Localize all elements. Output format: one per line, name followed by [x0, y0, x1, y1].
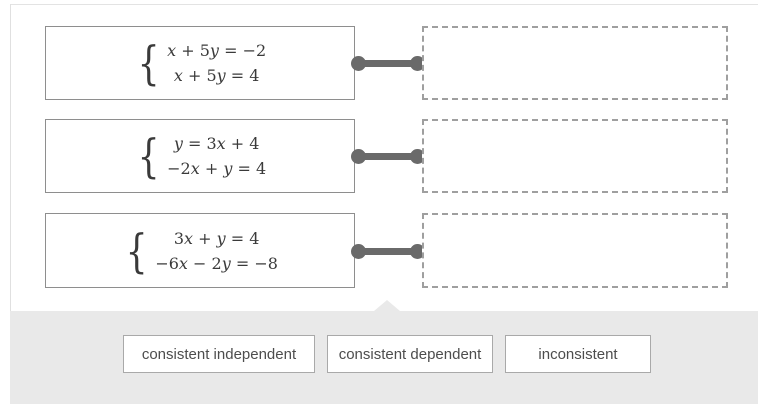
system-card-3: { 3x + y = 4 −6x − 2y = −8 [45, 213, 355, 288]
equation-line: −6x − 2y = −8 [155, 253, 278, 273]
matching-row-1: { x + 5y = −2 x + 5y = 4 [0, 26, 758, 100]
curly-brace-glyph: { [125, 223, 148, 278]
system-card-1: { x + 5y = −2 x + 5y = 4 [45, 26, 355, 100]
connector-dot-right [410, 149, 425, 164]
answer-drop-slot-1[interactable] [422, 26, 728, 100]
equation-lines: 3x + y = 4 −6x − 2y = −8 [155, 226, 278, 276]
connector-bar [358, 60, 418, 67]
answer-tile-consistent-dependent[interactable]: consistent dependent [327, 335, 493, 373]
answer-drop-slot-2[interactable] [422, 119, 728, 193]
connector-bar [358, 153, 418, 160]
connector-line [351, 56, 425, 71]
answer-tile-label: inconsistent [538, 345, 618, 363]
equation-system: { x + 5y = −2 x + 5y = 4 [134, 38, 266, 88]
equation-lines: y = 3x + 4 −2x + y = 4 [167, 131, 266, 181]
equation-system: { y = 3x + 4 −2x + y = 4 [134, 131, 266, 181]
connector-dot-right [410, 56, 425, 71]
connector-dot-left [351, 56, 366, 71]
answer-tile-consistent-independent[interactable]: consistent independent [123, 335, 315, 373]
answer-tile-label: consistent independent [141, 345, 297, 363]
matching-row-3: { 3x + y = 4 −6x − 2y = −8 [0, 213, 758, 288]
equation-line: x + 5y = 4 [173, 66, 260, 85]
equation-line: −2x + y = 4 [167, 159, 267, 178]
connector-bar [358, 247, 418, 255]
container-top-border [10, 4, 758, 5]
equation-line: 3x + y = 4 [173, 228, 260, 248]
answer-tile-label: consistent dependent [338, 345, 482, 363]
equation-line: x + 5y = −2 [167, 41, 267, 60]
connector-line [351, 149, 425, 164]
curly-brace-glyph: { [137, 36, 160, 90]
equation-lines: x + 5y = −2 x + 5y = 4 [167, 38, 266, 88]
answer-tile-inconsistent[interactable]: inconsistent [505, 335, 651, 373]
answer-drop-slot-3[interactable] [422, 213, 728, 288]
system-card-2: { y = 3x + 4 −2x + y = 4 [45, 119, 355, 193]
connector-dot-left [351, 243, 366, 259]
container-left-border [10, 4, 11, 311]
equation-line: y = 3x + 4 [173, 134, 260, 153]
connector-dot-left [351, 149, 366, 164]
curly-brace-glyph: { [137, 129, 160, 183]
panel-pointer-triangle-icon [374, 300, 400, 311]
connector-line [351, 243, 425, 259]
connector-dot-right [410, 243, 425, 259]
equation-system: { 3x + y = 4 −6x − 2y = −8 [122, 226, 278, 276]
matching-row-2: { y = 3x + 4 −2x + y = 4 [0, 119, 758, 193]
